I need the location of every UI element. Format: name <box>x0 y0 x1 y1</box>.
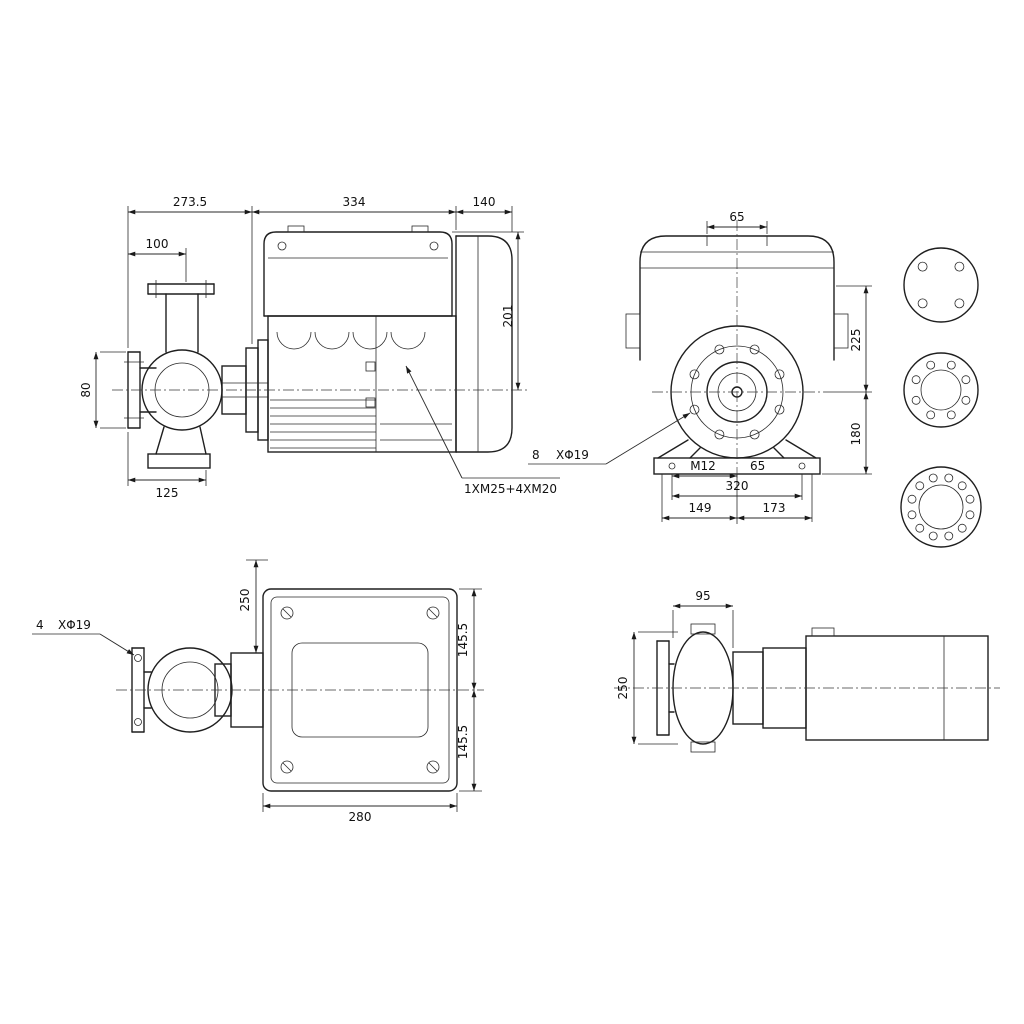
dim-140-label: 140 <box>473 195 496 209</box>
dim-334-label: 334 <box>343 195 366 209</box>
front-view: 65 225 180 M12 65 320 149 173 8 XΦ19 <box>528 210 872 524</box>
dim-145-5-upper-label: 145.5 <box>456 623 470 657</box>
dim-320-label: 320 <box>726 479 749 493</box>
dim-base-65-label: 65 <box>750 459 765 473</box>
dim-100-label: 100 <box>146 237 169 251</box>
dim-280-label: 280 <box>349 810 372 824</box>
flange-bolt-size-label: XΦ19 <box>58 618 91 632</box>
cable-entry-label: 1XM25+4XM20 <box>464 482 557 496</box>
flange-detail-middle <box>903 352 979 428</box>
dim-top-65-label: 65 <box>729 210 744 224</box>
dim-250-label-top-view: 250 <box>238 589 252 612</box>
top-view: 250 145.5 145.5 280 4 XΦ19 <box>32 559 484 824</box>
dim-250-label-end-view: 250 <box>616 677 630 700</box>
dim-201-label: 201 <box>501 305 515 328</box>
dim-125-label: 125 <box>156 486 179 500</box>
bolt-size-label: XΦ19 <box>556 448 589 462</box>
side-view: 273.5 334 140 100 201 80 125 1XM25+4XM20 <box>79 195 560 500</box>
flange-detail-bottom <box>900 466 982 548</box>
dim-273-5-label: 273.5 <box>173 195 207 209</box>
dim-173-label: 173 <box>763 501 786 515</box>
bolt-count-label: 8 <box>532 448 540 462</box>
flange-detail-top <box>903 247 979 323</box>
dim-180-label: 180 <box>849 423 863 446</box>
end-view: 95 250 <box>614 589 1000 753</box>
dim-145-5-lower-label: 145.5 <box>456 725 470 759</box>
label-m12: M12 <box>690 459 716 473</box>
dim-149-label: 149 <box>689 501 712 515</box>
dim-225-label: 225 <box>849 329 863 352</box>
dim-95-label: 95 <box>695 589 710 603</box>
flange-bolt-count-label: 4 <box>36 618 44 632</box>
dim-80-label: 80 <box>79 382 93 397</box>
